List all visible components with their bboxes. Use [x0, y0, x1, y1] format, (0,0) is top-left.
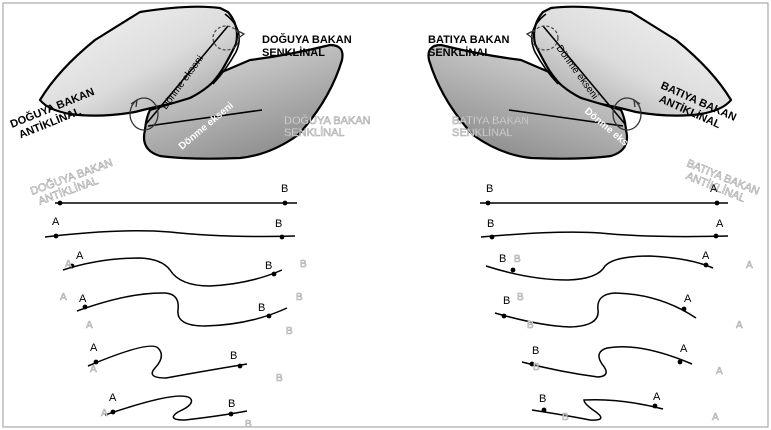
west-syncline-ghost-line1: BATIYA BAKAN [452, 115, 529, 127]
point-a-marker [653, 404, 658, 409]
point-b-marker [542, 408, 547, 413]
point-b-label: B [258, 302, 265, 314]
east-syncline-label-line2: SENKLİNAL [262, 46, 325, 59]
point-b-label: B [532, 345, 539, 357]
point-a-marker [714, 234, 719, 239]
point-a-ghost: A [716, 366, 723, 377]
point-a-marker [58, 201, 63, 206]
point-a-marker [704, 263, 709, 268]
point-b-ghost: B [245, 419, 252, 430]
point-b-ghost: B [276, 373, 283, 384]
right-fold-block: BATIYA BAKAN SENKLİNAL BATIYA BAKAN ANTİ… [428, 7, 761, 209]
point-b-ghost-2: B [286, 326, 293, 337]
right-profile-2: B A [481, 218, 728, 239]
point-a-label: A [76, 250, 84, 262]
left-profile-5: A B A B [88, 342, 283, 384]
point-b-label: B [265, 260, 272, 272]
right-profile-3: B A B A [486, 250, 753, 280]
left-profile-2: A B [45, 216, 295, 239]
point-b-label: B [230, 350, 237, 362]
point-a-label: A [680, 343, 688, 355]
point-a-ghost-2: A [86, 320, 93, 331]
point-a-label: A [702, 250, 710, 262]
point-a-ghost: A [746, 260, 753, 271]
point-b-ghost: B [517, 292, 524, 303]
point-b-ghost: B [533, 362, 540, 373]
point-b-ghost-2: B [527, 320, 534, 331]
left-profile-4: A B A A B B [60, 292, 303, 337]
point-a-label: A [710, 183, 718, 195]
point-b-marker [490, 235, 495, 240]
point-a-marker [682, 307, 687, 312]
point-a-label: A [79, 293, 87, 305]
point-b-marker [502, 314, 507, 319]
east-anticline-ghost: DOĞUYA BAKAN ANTİKLİNAL [29, 156, 119, 209]
point-a-marker [715, 201, 720, 206]
point-b-label: B [487, 218, 494, 230]
point-b-label: B [228, 398, 235, 410]
west-anticline-ghost: BATIYA BAKAN ANTİKLİNAL [680, 158, 761, 209]
east-syncline-ghost-line2: SENKLİNAL [284, 126, 345, 139]
point-b-marker [511, 268, 516, 273]
point-b-marker [272, 272, 277, 277]
point-b-label: B [275, 218, 282, 230]
point-b-marker [238, 364, 243, 369]
left-profile-3: A B A B [63, 250, 307, 286]
west-syncline-label-line2: SENKLİNAL [428, 46, 491, 59]
point-a-marker [678, 360, 683, 365]
right-profile-6: B A B A [532, 391, 719, 423]
right-profile-5: B A B A [522, 343, 723, 377]
point-a-marker [83, 305, 88, 310]
point-a-ghost: A [60, 292, 67, 303]
point-b-label: B [499, 253, 506, 265]
point-b-marker [267, 314, 272, 319]
left-profile-sequence: B A B A B A B A B A A B B [45, 183, 307, 430]
west-syncline-label: BATIYA BAKAN SENKLİNAL [428, 34, 510, 59]
left-fold-block: DOĞUYA BAKAN SENKLİNAL DOĞUYA BAKAN ANTİ… [8, 7, 370, 209]
point-b-marker [229, 412, 234, 417]
east-syncline-ghost: DOĞUYA BAKAN SENKLİNAL [284, 114, 371, 139]
right-profile-sequence: B A B A B A B A B A B B A [480, 183, 753, 423]
point-a-label: A [716, 218, 724, 230]
point-a-label: A [90, 342, 98, 354]
point-b-label: B [503, 295, 510, 307]
point-a-label: A [653, 391, 661, 403]
point-a-label: A [109, 392, 117, 404]
point-b-label: B [539, 393, 546, 405]
point-b-marker [283, 201, 288, 206]
point-a-label: A [52, 216, 60, 228]
point-b-ghost: B [514, 254, 521, 265]
right-profile-4: B A B B A [495, 292, 743, 331]
right-profile-1: B A [480, 183, 728, 205]
point-a-marker [54, 234, 59, 239]
west-syncline-label-line1: BATIYA BAKAN [428, 34, 510, 46]
point-b-ghost: B [296, 292, 303, 303]
east-syncline-ghost-line1: DOĞUYA BAKAN [284, 114, 371, 127]
point-b-marker [486, 201, 491, 206]
point-b-marker [280, 235, 285, 240]
point-a-ghost: A [736, 320, 743, 331]
point-a-ghost: A [90, 364, 97, 375]
point-a-ghost: A [101, 408, 108, 419]
point-b-ghost: B [300, 259, 307, 270]
point-a-ghost: A [65, 259, 72, 270]
point-b-label: B [281, 183, 288, 195]
point-a-ghost: A [712, 412, 719, 423]
point-b-ghost: B [562, 412, 569, 423]
point-a-label: A [684, 293, 692, 305]
point-b-label: B [486, 183, 493, 195]
point-a-marker [111, 410, 116, 415]
left-profile-6: A B A B [101, 392, 252, 430]
east-syncline-label-line1: DOĞUYA BAKAN [262, 33, 352, 46]
west-syncline-ghost-line2: SENKLİNAL [452, 126, 513, 139]
